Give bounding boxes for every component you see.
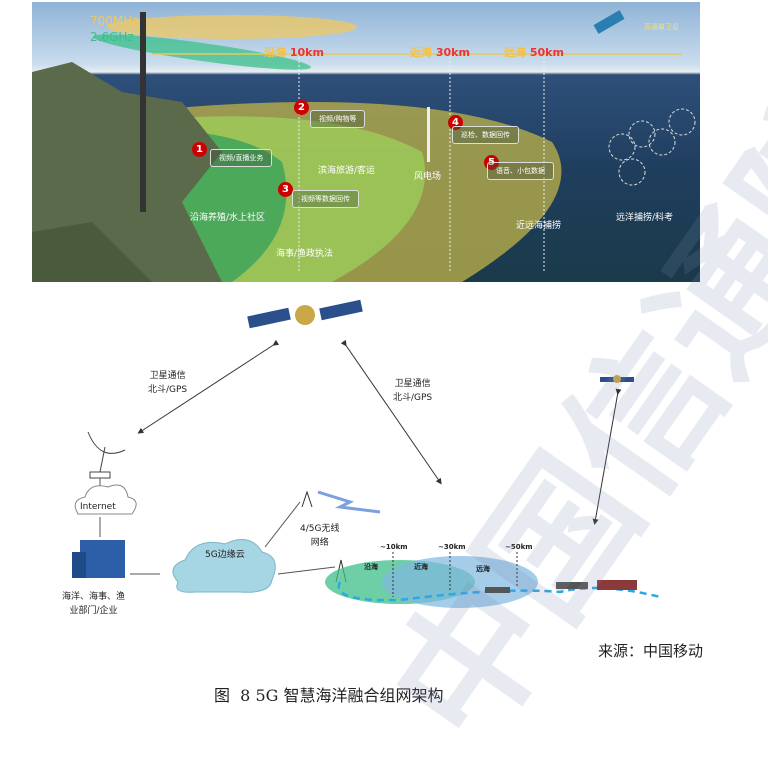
coverage-scenario-photo: 700MHz 2.6GHz 高通量卫星 沿海 10km 近海 30km 远海 5… bbox=[32, 2, 700, 282]
wireless-signal-icon bbox=[317, 490, 381, 514]
zone-offshore: 远海 50km bbox=[504, 46, 564, 59]
internet-cloud-icon bbox=[74, 484, 137, 515]
sat-link-right-label: 卫星通信北斗/GPS bbox=[393, 379, 433, 403]
ship-icons bbox=[485, 580, 637, 593]
wireless-label: 4/5G无线网络 bbox=[300, 524, 340, 548]
service-number: 2 bbox=[294, 100, 309, 115]
network-diagram bbox=[72, 299, 661, 608]
edge-cloud-icon bbox=[172, 539, 276, 593]
source-note: 来源：中国移动 bbox=[598, 642, 704, 660]
service-label: 视频/购物等 bbox=[310, 110, 366, 128]
org-label: 海洋、海事、渔业部门/企业 bbox=[62, 592, 126, 616]
band-26-label: 2.6GHz bbox=[90, 30, 134, 44]
service-label: 视频等数据回传 bbox=[292, 190, 359, 208]
band-700-label: 700MHz bbox=[90, 14, 139, 28]
satellite-icon bbox=[247, 299, 363, 329]
sat-link-right bbox=[340, 339, 442, 485]
scene-label: 远洋捕捞/科考 bbox=[616, 213, 674, 223]
wind-turbine-icon bbox=[427, 107, 430, 162]
route-line bbox=[337, 581, 661, 602]
scene-label: 沿海养殖/水上社区 bbox=[190, 213, 266, 223]
internet-label: Internet bbox=[80, 502, 116, 512]
zone-label: 远海 bbox=[476, 565, 490, 573]
zone-label: 沿海 bbox=[364, 563, 378, 571]
scene-label: 海事/渔政执法 bbox=[276, 249, 334, 259]
scene-label: 滨海旅游/客运 bbox=[318, 166, 376, 176]
band-700-beam bbox=[107, 15, 357, 39]
zone-nearshore: 近海 30km bbox=[410, 46, 470, 59]
service-number: 3 bbox=[278, 182, 293, 197]
service-label: 视频/直播业务 bbox=[210, 149, 273, 167]
band-26-beam bbox=[93, 34, 311, 70]
scene-label: 风电场 bbox=[414, 172, 442, 182]
service-label: 巡检、数据回传 bbox=[452, 126, 519, 144]
coverage-blue bbox=[382, 556, 538, 608]
range-label: ~50km bbox=[505, 543, 533, 551]
sat-link-left bbox=[137, 339, 280, 434]
range-label: ~30km bbox=[438, 543, 466, 551]
zone-coastal: 沿海 10km bbox=[264, 46, 324, 59]
sat-link-far bbox=[592, 388, 622, 525]
scene-label: 近远海捕捞 bbox=[516, 221, 562, 231]
figure-caption: 图 8 5G 智慧海洋融合组网架构 bbox=[214, 686, 444, 705]
building-icon bbox=[72, 540, 125, 578]
edge-cloud-label: 5G边缘云 bbox=[205, 550, 245, 560]
range-label: ~10km bbox=[380, 543, 408, 551]
zone-label: 近海 bbox=[414, 563, 428, 571]
dish-antenna-icon bbox=[87, 431, 126, 479]
small-satellite-icon bbox=[600, 375, 634, 383]
satellite-label: 高通量卫星 bbox=[644, 23, 679, 31]
service-number: 1 bbox=[192, 142, 207, 157]
service-label: 语音、小包数据 bbox=[487, 162, 554, 180]
tower-icon bbox=[140, 12, 146, 212]
satellite-icon bbox=[593, 10, 625, 34]
sat-link-left-label: 卫星通信北斗/GPS bbox=[148, 371, 188, 395]
scene-background bbox=[32, 10, 696, 282]
